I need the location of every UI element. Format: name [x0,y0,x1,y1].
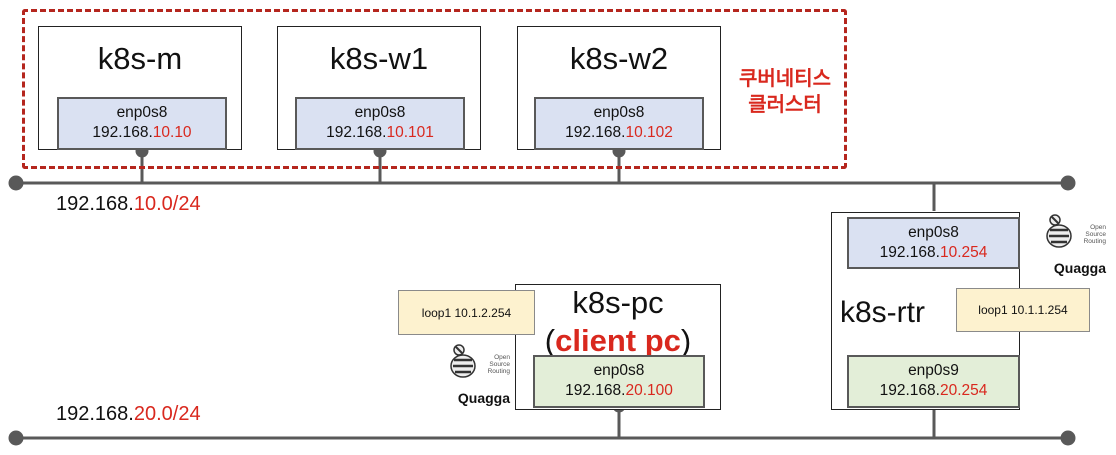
iface-ip: 192.168.20.100 [565,382,673,399]
iface-name: enp0s8 [116,104,168,121]
loopback-k8s-pc[interactable]: loop1 10.1.2.254 [398,290,535,335]
iface-name: enp0s9 [908,362,959,379]
bus-10-right-end [1060,175,1076,191]
cluster-label-line2: 클러스터 [748,94,822,116]
bus-10-left-end [8,175,24,191]
iface-name: enp0s8 [593,104,645,121]
iface-k8s-pc-enp0s8[interactable]: enp0s8 192.168.20.100 [533,355,705,408]
host-subtitle: (client pc) [544,323,692,358]
iface-ip: 192.168.10.101 [326,124,434,141]
host-title: k8s-m [97,41,183,76]
host-title: k8s-pc [572,285,664,320]
kubernetes-cluster-boundary [22,9,847,169]
iface-k8s-m-enp0s8[interactable]: enp0s8 192.168.10.10 [57,97,227,150]
network-label-10: 192.168.10.0/24 [56,193,201,215]
iface-ip: 192.168.10.102 [565,124,673,141]
cluster-label-line1: 쿠버네티스 [739,68,831,90]
iface-k8s-rtr-enp0s9[interactable]: enp0s9 192.168.20.254 [847,355,1020,408]
iface-name: enp0s8 [354,104,406,121]
iface-k8s-w1-enp0s8[interactable]: enp0s8 192.168.10.101 [295,97,465,150]
iface-name: enp0s8 [908,224,959,241]
zebra-icon [450,344,476,378]
cluster-label: 쿠버네티스 클러스터 [730,66,840,118]
loopback-k8s-rtr[interactable]: loop1 10.1.1.254 [956,288,1090,332]
host-title: k8s-w2 [569,41,669,76]
iface-name: enp0s8 [593,362,645,379]
quagga-wordmark: Quagga [457,390,510,406]
iface-k8s-w2-enp0s8[interactable]: enp0s8 192.168.10.102 [534,97,704,150]
quagga-wordmark: Quagga [1053,260,1106,276]
iface-ip: 192.168.20.254 [879,382,988,399]
bus-20-left-end [8,430,24,446]
network-label-20: 192.168.20.0/24 [56,403,201,425]
host-title: k8s-rtr [840,296,925,329]
host-title: k8s-w1 [329,41,429,76]
bus-20-right-end [1060,430,1076,446]
iface-ip: 192.168.10.10 [92,124,192,141]
iface-k8s-rtr-enp0s8[interactable]: enp0s8 192.168.10.254 [847,217,1020,269]
zebra-icon [1046,214,1072,248]
iface-ip: 192.168.10.254 [879,244,988,261]
